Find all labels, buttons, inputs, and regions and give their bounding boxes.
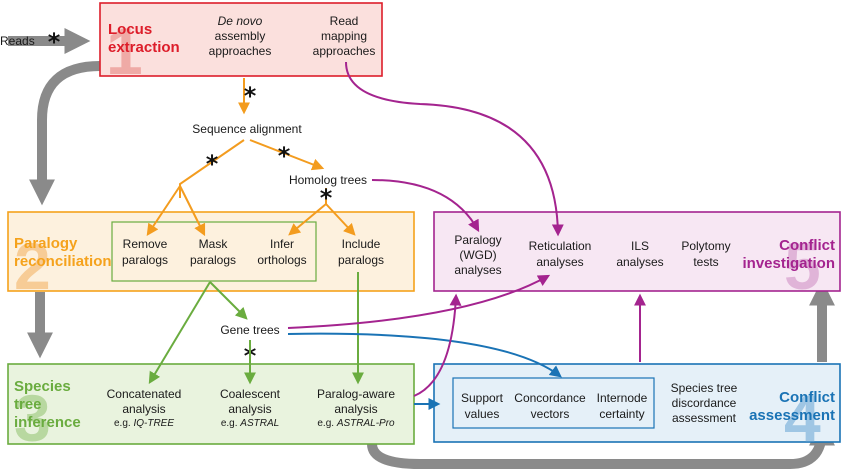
stage-3-number: 3 (14, 381, 51, 455)
stage-2-title-line1: Paralogy (14, 235, 78, 252)
include-paralogs-line2: paralogs (338, 253, 384, 267)
asterisk-left-branch: * (206, 150, 219, 178)
coalescent-line1: Coalescent (220, 387, 281, 401)
stage-3-box (7, 363, 415, 445)
include-paralogs-line1: Include (342, 237, 381, 251)
remove-paralogs-line1: Remove (123, 237, 168, 251)
stage-4-number: 4 (784, 381, 821, 455)
concordance-vectors-line1: Concordance (514, 391, 586, 405)
coalescent-example: e.g. ASTRAL (221, 418, 279, 429)
stage-1-title-line1: Locus (108, 21, 152, 38)
species-tree-discordance-line3: assessment (672, 411, 737, 425)
polytomy-tests-line1: Polytomy (681, 239, 730, 253)
flow-1-to-2 (29, 61, 101, 206)
stage-5-box (433, 211, 841, 292)
species-tree-discordance-line2: discordance (672, 396, 737, 410)
concatenated-line2: analysis (122, 402, 165, 416)
support-values-line2: values (465, 407, 500, 421)
read-mapping-line3: approaches (313, 44, 376, 58)
denovo-line3: approaches (209, 44, 272, 58)
mask-paralogs-line2: paralogs (190, 253, 236, 267)
reads-label: Reads (0, 34, 35, 48)
green-connectors (148, 272, 364, 385)
stage-1-number: 1 (106, 14, 143, 88)
stage-4-title-line1: Conflict (779, 389, 835, 406)
stage-5-title-line1: Conflict (779, 237, 835, 254)
gene-trees-label: Gene trees (220, 323, 279, 337)
concatenated-line1: Concatenated (107, 387, 182, 401)
stage-2-number: 2 (14, 229, 51, 303)
purple-connectors (287, 61, 646, 397)
read-mapping-line2: mapping (321, 29, 367, 43)
stage-5-number: 5 (784, 229, 821, 303)
infer-orthologs-line2: orthologs (257, 253, 306, 267)
asterisk-right-branch: * (278, 142, 291, 170)
paralog-aware-line2: analysis (334, 402, 377, 416)
coalescent-line2: analysis (228, 402, 271, 416)
main-flow-arrows (8, 28, 835, 469)
stage-2-title-line2: reconciliation (14, 253, 112, 270)
blue-connectors (287, 332, 562, 410)
paralogy-analyses-line3: analyses (454, 263, 501, 277)
reticulation-analyses-line2: analyses (536, 255, 583, 269)
paralogy-analyses-line1: Paralogy (454, 233, 501, 247)
denovo-line1: De novo (218, 14, 263, 28)
asterisk-alignment: * (244, 82, 257, 110)
stage-4-box (433, 363, 841, 443)
concatenated-example: e.g. IQ-TREE (114, 418, 174, 429)
species-tree-discordance-line1: Species tree (671, 381, 738, 395)
support-values-line1: Support (461, 391, 504, 405)
internode-certainty-line2: certainty (599, 407, 644, 421)
asterisk-homolog: * (320, 184, 333, 212)
stage-3-title-line3: inference (14, 414, 81, 431)
remove-paralogs-line2: paralogs (122, 253, 168, 267)
read-mapping-line1: Read (330, 14, 359, 28)
polytomy-tests-line2: tests (693, 255, 718, 269)
homolog-trees-label: Homolog trees (289, 173, 367, 187)
asterisk-reads: * (48, 28, 61, 56)
stage-4-title-line2: assessment (749, 407, 835, 424)
stage-5-title-line2: investigation (742, 255, 835, 272)
paralog-aware-example: e.g. ASTRAL-Pro (317, 418, 395, 429)
orange-connectors (146, 78, 356, 237)
concordance-vectors-line2: vectors (531, 407, 570, 421)
stage-1-title-line2: extraction (108, 39, 180, 56)
paralogy-analyses-line2: (WGD) (459, 248, 496, 262)
infer-orthologs-line1: Infer (270, 237, 294, 251)
stage-3-title-line2: tree (14, 396, 42, 413)
internode-certainty-line1: Internode (597, 391, 648, 405)
sequence-alignment-label: Sequence alignment (192, 122, 302, 136)
reticulation-analyses-line1: Reticulation (529, 239, 592, 253)
stage-3-title-line1: Species (14, 378, 71, 395)
denovo-line2: assembly (215, 29, 266, 43)
flow-3-to-4 (367, 419, 835, 469)
paralog-aware-line1: Paralog-aware (317, 387, 395, 401)
mask-paralogs-line1: Mask (199, 237, 229, 251)
stage-2-inner-box (111, 221, 317, 282)
stage-4-inner-box (452, 377, 655, 429)
stage-1-box (99, 2, 383, 77)
ils-analyses-line2: analyses (616, 255, 663, 269)
ils-analyses-line1: ILS (631, 239, 649, 253)
